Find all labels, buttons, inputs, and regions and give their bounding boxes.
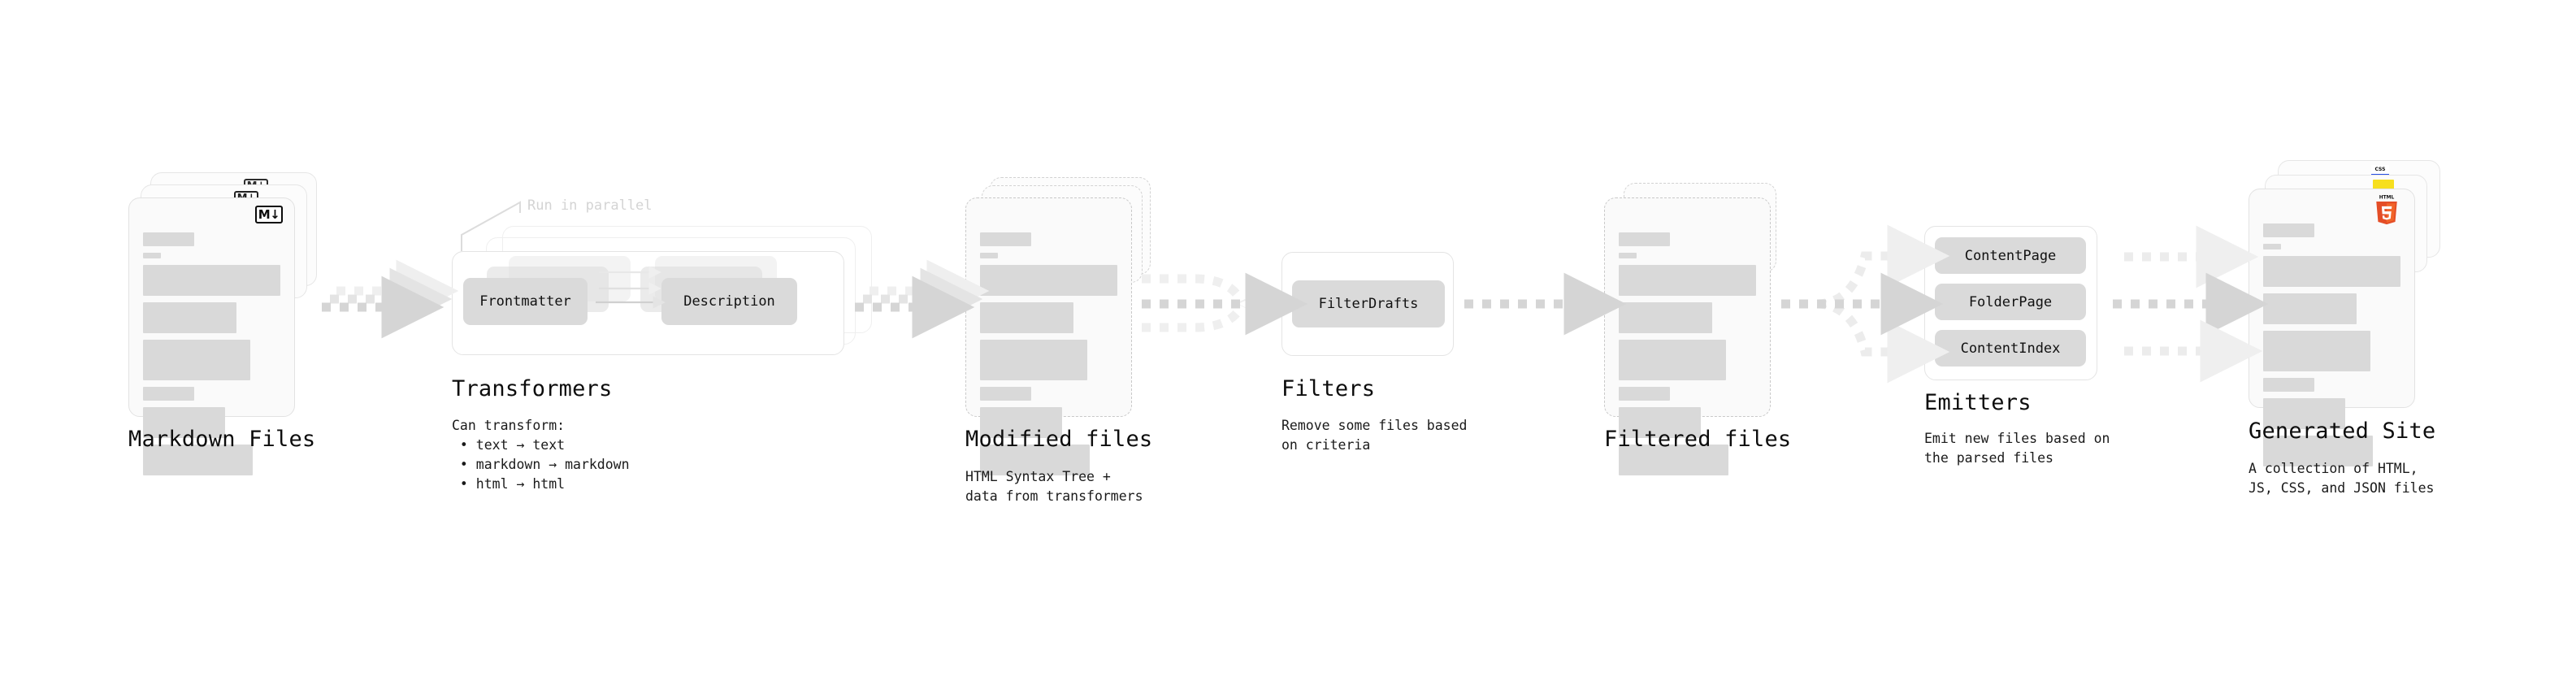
run-in-parallel-note: Run in parallel xyxy=(527,197,653,214)
filters-chip-filterdrafts[interactable]: FilterDrafts xyxy=(1292,280,1445,327)
filtered-document-lines xyxy=(1619,232,1756,475)
doc-line xyxy=(1619,445,1729,475)
doc-line xyxy=(980,445,1091,475)
markdown-document-lines xyxy=(143,232,280,475)
transformers-chip-description[interactable]: Description xyxy=(661,278,797,325)
doc-line xyxy=(2263,398,2346,429)
doc-line xyxy=(1619,387,1670,401)
modified-document-lines xyxy=(980,232,1117,475)
doc-line xyxy=(143,265,280,296)
doc-line xyxy=(143,253,161,258)
markdown-document-card xyxy=(128,197,295,475)
transformers-title: Transformers xyxy=(452,376,613,401)
doc-line xyxy=(2263,331,2370,371)
connector-emitters-to-site xyxy=(2113,225,2269,383)
filters-caption: Remove some files based on criteria xyxy=(1281,418,1468,453)
doc-line xyxy=(2263,293,2357,324)
doc-line xyxy=(143,302,236,333)
modified-files-title: Modified files xyxy=(965,427,1153,452)
doc-line xyxy=(980,340,1087,380)
connector-markdown-to-transformers xyxy=(322,259,459,339)
emitters-chip-folderpage[interactable]: FolderPage xyxy=(1935,284,2086,320)
svg-text:HTML: HTML xyxy=(2379,195,2395,200)
transformers-chip-frontmatter[interactable]: Frontmatter xyxy=(463,278,588,325)
doc-line xyxy=(980,407,1063,438)
modified-files-caption: HTML Syntax Tree + data from transformer… xyxy=(965,469,1143,504)
doc-line xyxy=(143,407,226,438)
connector-filtered-to-emitters xyxy=(1781,224,1950,384)
doc-line xyxy=(1619,340,1726,380)
html5-icon: HTML xyxy=(2376,195,2397,225)
generated-site-title: Generated Site xyxy=(2249,419,2436,444)
filtered-document-card xyxy=(1604,197,1771,475)
doc-line xyxy=(980,265,1117,296)
markdown-icon: M↓ xyxy=(255,206,283,223)
emitters-title: Emitters xyxy=(1924,390,2032,415)
doc-line xyxy=(2263,436,2374,466)
doc-line xyxy=(143,387,194,401)
emitters-chip-contentindex[interactable]: ContentIndex xyxy=(1935,330,2086,367)
doc-line xyxy=(980,387,1031,401)
doc-line xyxy=(2263,244,2281,249)
doc-line xyxy=(2263,378,2314,392)
doc-line xyxy=(143,445,254,475)
emitters-chip-contentpage[interactable]: ContentPage xyxy=(1935,237,2086,274)
doc-line xyxy=(1619,407,1702,438)
doc-line xyxy=(1619,232,1670,246)
filters-title: Filters xyxy=(1281,376,1376,401)
doc-line xyxy=(1619,302,1712,333)
doc-line xyxy=(1619,265,1756,296)
doc-line xyxy=(143,340,250,380)
markdown-files-title: Markdown Files xyxy=(128,427,316,452)
doc-line xyxy=(980,253,998,258)
doc-line xyxy=(2263,256,2400,287)
doc-line xyxy=(980,302,1073,333)
doc-line xyxy=(143,232,194,246)
modified-document-card xyxy=(965,197,1132,475)
transformers-caption: Can transform: • text → text • markdown … xyxy=(452,418,630,492)
doc-line xyxy=(980,232,1031,246)
emitters-caption: Emit new files based on the parsed files xyxy=(1924,431,2110,466)
doc-line xyxy=(1619,253,1637,258)
doc-line xyxy=(2263,223,2314,237)
connector-modified-to-filters xyxy=(1142,272,1308,336)
site-document-lines xyxy=(2263,223,2400,466)
generated-site-caption: A collection of HTML, JS, CSS, and JSON … xyxy=(2249,461,2435,496)
filtered-files-title: Filtered files xyxy=(1604,427,1792,452)
